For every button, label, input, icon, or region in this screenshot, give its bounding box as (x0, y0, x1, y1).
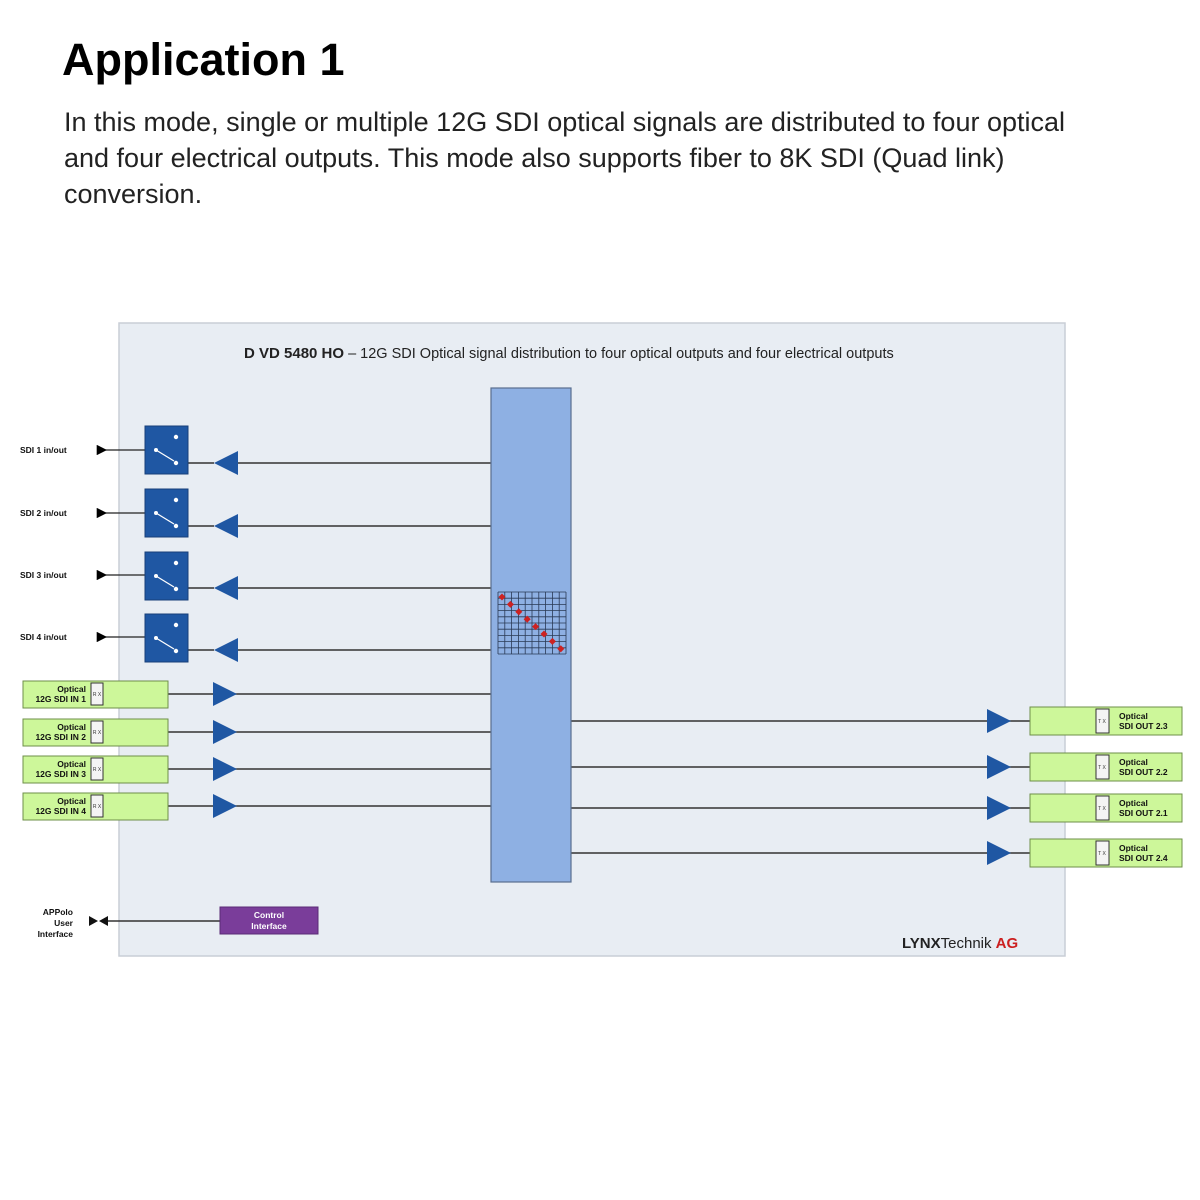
optical-output-line1: Optical (1119, 757, 1148, 767)
ui-label-line3: Interface (38, 929, 74, 939)
optical-input-line1: Optical (57, 722, 86, 732)
sdi-port-1: SDI 1 in/out (20, 425, 238, 475)
optical-output-line2: SDI OUT 2.2 (1119, 767, 1168, 777)
rx-label: R X (93, 730, 102, 736)
optical-output-line1: Optical (1119, 843, 1148, 853)
optical-input-line2: 12G SDI IN 2 (35, 732, 86, 742)
optical-input-line2: 12G SDI IN 4 (35, 806, 86, 816)
brand-logo: LYNXTechnik AG (902, 935, 1018, 952)
optical-input-line1: Optical (57, 796, 86, 806)
tx-label: T X (1098, 851, 1106, 857)
amplifier-left-icon (214, 576, 238, 600)
amplifier-right-icon (213, 720, 237, 744)
control-interface-box (219, 906, 319, 935)
sdi-port-label: SDI 1 in/out (20, 445, 67, 455)
tx-connector-icon (1095, 708, 1110, 734)
rx-connector-icon (90, 682, 104, 706)
switch-icon (144, 488, 189, 538)
amplifier-left-icon (214, 514, 238, 538)
page-heading: Application 1 (62, 34, 345, 85)
optical-output-line2: SDI OUT 2.3 (1119, 721, 1168, 731)
rx-connector-icon (90, 794, 104, 818)
diagram-panel (118, 322, 1066, 957)
sdi-port-label: SDI 3 in/out (20, 570, 67, 580)
amplifier-right-icon (213, 682, 237, 706)
optical-output-line1: Optical (1119, 711, 1148, 721)
tx-label: T X (1098, 806, 1106, 812)
rx-label: R X (93, 804, 102, 810)
matrix-grid-icon (497, 591, 567, 655)
control-label-line1: Control (254, 910, 284, 920)
tx-connector-icon (1095, 754, 1110, 780)
intro-paragraph: In this mode, single or multiple 12G SDI… (64, 107, 1066, 209)
control-label-line2: Interface (251, 921, 287, 931)
tx-label: T X (1098, 719, 1106, 725)
sdi-port-2: SDI 2 in/out (20, 488, 238, 538)
rx-connector-icon (90, 720, 104, 744)
ui-label-line1: APPolo (43, 907, 73, 917)
sdi-port-4: SDI 4 in/out (20, 613, 238, 663)
optical-output-line2: SDI OUT 2.4 (1119, 853, 1168, 863)
diagram-title: D VD 5480 HO – 12G SDI Optical signal di… (244, 345, 894, 362)
optical-input-line1: Optical (57, 759, 86, 769)
optical-output-line2: SDI OUT 2.1 (1119, 808, 1168, 818)
bidirectional-arrow-icon (89, 916, 108, 926)
amplifier-right-icon (987, 755, 1011, 779)
tx-connector-icon (1095, 795, 1110, 821)
tx-label: T X (1098, 765, 1106, 771)
sdi-port-label: SDI 4 in/out (20, 632, 67, 642)
amplifier-right-icon (987, 841, 1011, 865)
switch-icon (144, 613, 189, 663)
amplifier-left-icon (214, 451, 238, 475)
switch-icon (144, 425, 189, 475)
rx-connector-icon (90, 757, 104, 781)
ui-label-line2: User (54, 918, 74, 928)
amplifier-right-icon (213, 757, 237, 781)
amplifier-right-icon (213, 794, 237, 818)
optical-input-line1: Optical (57, 684, 86, 694)
rx-label: R X (93, 692, 102, 698)
amplifier-right-icon (987, 796, 1011, 820)
tx-connector-icon (1095, 840, 1110, 866)
amplifier-right-icon (987, 709, 1011, 733)
sdi-port-3: SDI 3 in/out (20, 551, 238, 601)
optical-output-line1: Optical (1119, 798, 1148, 808)
rx-label: R X (93, 767, 102, 773)
signal-lines (168, 462, 1030, 854)
amplifier-left-icon (214, 638, 238, 662)
model-description: – 12G SDI Optical signal distribution to… (344, 346, 894, 362)
optical-input-line2: 12G SDI IN 1 (35, 694, 86, 704)
sdi-port-label: SDI 2 in/out (20, 508, 67, 518)
optical-input-line2: 12G SDI IN 3 (35, 769, 86, 779)
model-name: D VD 5480 HO (244, 345, 344, 362)
switch-icon (144, 551, 189, 601)
